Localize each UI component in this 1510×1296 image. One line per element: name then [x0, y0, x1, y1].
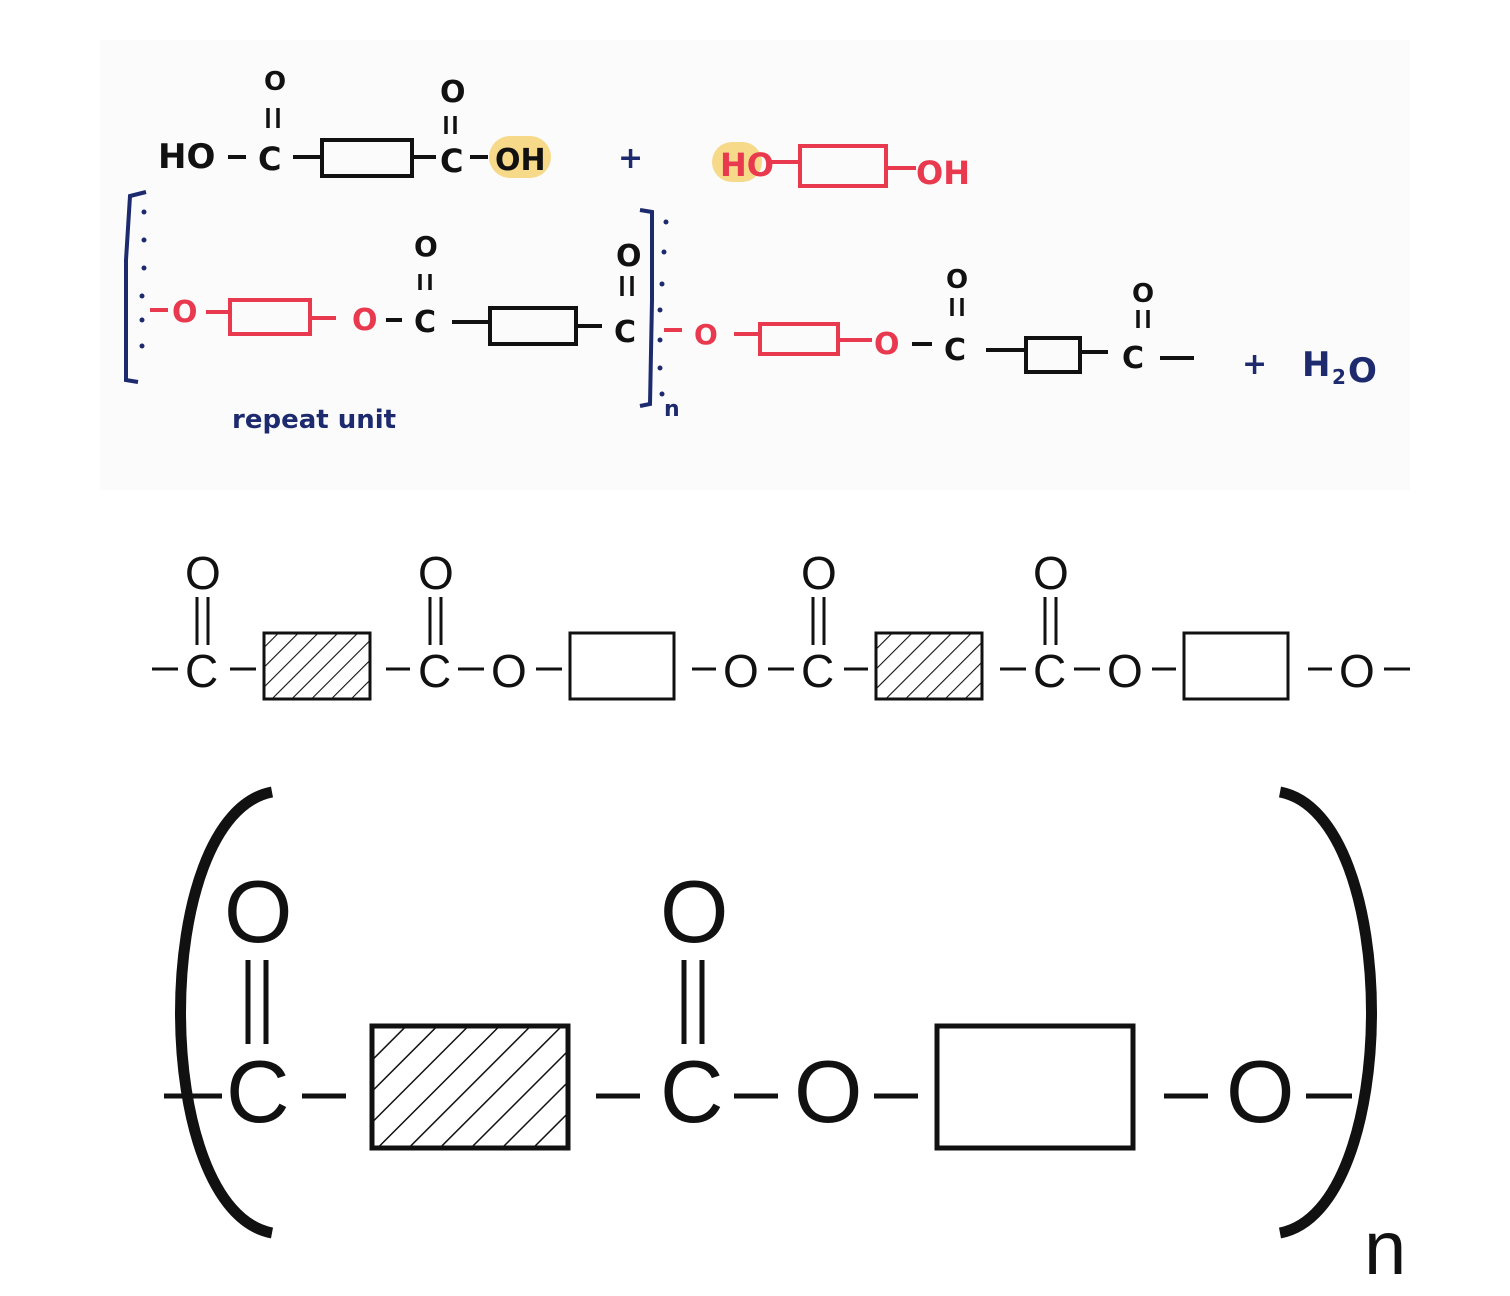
chain-carbonyl-o1: O: [185, 547, 221, 599]
polymer-chain: [152, 597, 1410, 701]
open-box-1: [568, 631, 676, 701]
repeat-unit-label: repeat unit: [232, 405, 396, 435]
g-element: [164, 960, 1352, 1151]
circle-element: [663, 219, 669, 225]
diacid-molecule: HO C O C O OH: [158, 67, 551, 180]
circle-element: [141, 265, 147, 271]
chain-carbonyl-o4: O: [1033, 547, 1069, 599]
chain-c4o-label: O: [1132, 279, 1154, 309]
chain-c1-label: C: [414, 305, 436, 340]
circle-element: [659, 391, 665, 397]
diacid-ho-label: HO: [158, 137, 215, 177]
water-subscript: 2: [1332, 365, 1346, 389]
chain-c1o-label: O: [414, 230, 438, 263]
chain-c2o-label: O: [616, 239, 642, 274]
circle-element: [657, 365, 663, 371]
plus-sign: +: [618, 141, 643, 176]
chain-continuation: O O C O C O: [664, 265, 1194, 376]
g-element: C O C O O O: [224, 862, 1294, 1141]
chain-atom-c4: C: [1033, 645, 1066, 697]
hatched-box-1: [262, 631, 372, 701]
oh-highlight: [489, 136, 551, 178]
circle-element: [661, 249, 667, 255]
water-h-label: H: [1302, 345, 1330, 385]
circle-element: [141, 209, 147, 215]
polymer-chain-labels: C O C O O O C O C O O O: [185, 547, 1375, 697]
repeat-bracket: n repeat unit: [124, 190, 680, 435]
diacid-o1-label: O: [264, 67, 286, 97]
chain-atom-o1: O: [491, 645, 527, 697]
repeat-c2-label: C: [660, 1042, 724, 1141]
circle-element: [139, 343, 145, 349]
right-parenthesis: [1278, 786, 1377, 1239]
chain-o2-label: O: [352, 303, 378, 338]
diol-oh-label: OH: [916, 154, 970, 192]
repeat-c1-label: C: [226, 1042, 290, 1141]
chain-atom-c1: C: [185, 645, 218, 697]
repeat-o-top1-label: O: [224, 862, 292, 961]
repeat-o2-label: O: [1226, 1042, 1294, 1141]
hatched-box-2: [874, 631, 984, 701]
left-parenthesis: [175, 786, 274, 1239]
chain-carbonyl-o2: O: [418, 547, 454, 599]
chain-c4-label: C: [1122, 341, 1144, 376]
diacid-oh-label: OH: [495, 143, 546, 178]
circle-element: [139, 317, 145, 323]
chain-atom-o4: O: [1339, 645, 1375, 697]
circle-element: [659, 281, 665, 287]
circle-element: [657, 337, 663, 343]
water-molecule: H 2 O: [1302, 345, 1377, 391]
chain-acid-box-2: [1024, 336, 1082, 374]
left-bracket: [124, 190, 147, 384]
circle-element: [141, 237, 147, 243]
diacid-c1-label: C: [258, 140, 281, 178]
hatched-box-large: [369, 1023, 571, 1151]
repeat-subscript-n-printed: n: [1364, 1206, 1406, 1291]
repeat-subscript-n: n: [664, 397, 680, 422]
repeat-unit-structure: C O C O O O n: [164, 786, 1406, 1291]
chain-o4-label: O: [874, 327, 900, 362]
chain-c3-label: C: [944, 333, 966, 368]
right-bracket: [639, 208, 654, 408]
water-o-label: O: [1348, 351, 1377, 391]
chain-o1-label: O: [172, 295, 198, 330]
diol-ho-label: HO: [720, 146, 774, 184]
open-box-large: [934, 1023, 1136, 1151]
chain-atom-c2: C: [418, 645, 451, 697]
circle-element: [657, 307, 663, 313]
chain-atom-o2: O: [723, 645, 759, 697]
chain-c3o-label: O: [946, 265, 968, 295]
chain-o3-label: O: [694, 318, 718, 351]
ho-highlight: [712, 142, 762, 182]
open-box-2: [1182, 631, 1290, 701]
chain-carbonyl-o3: O: [801, 547, 837, 599]
chain-atom-c3: C: [801, 645, 834, 697]
dotted-right: [657, 219, 669, 397]
chain-atom-o3: O: [1107, 645, 1143, 697]
repeat-o-top2-label: O: [660, 862, 728, 961]
repeat-o1-label: O: [794, 1042, 862, 1141]
dotted-left: [139, 209, 147, 349]
plus-sign-2: +: [1242, 347, 1267, 382]
handwritten-panel: [100, 40, 1410, 490]
diacid-o2-label: O: [440, 75, 466, 110]
chain-c2-label: C: [614, 315, 636, 350]
chain-repeat-unit: O O C O C O: [150, 230, 642, 350]
diacid-c2-label: C: [440, 142, 463, 180]
diol-molecule: HO OH: [712, 142, 970, 192]
circle-element: [139, 293, 145, 299]
